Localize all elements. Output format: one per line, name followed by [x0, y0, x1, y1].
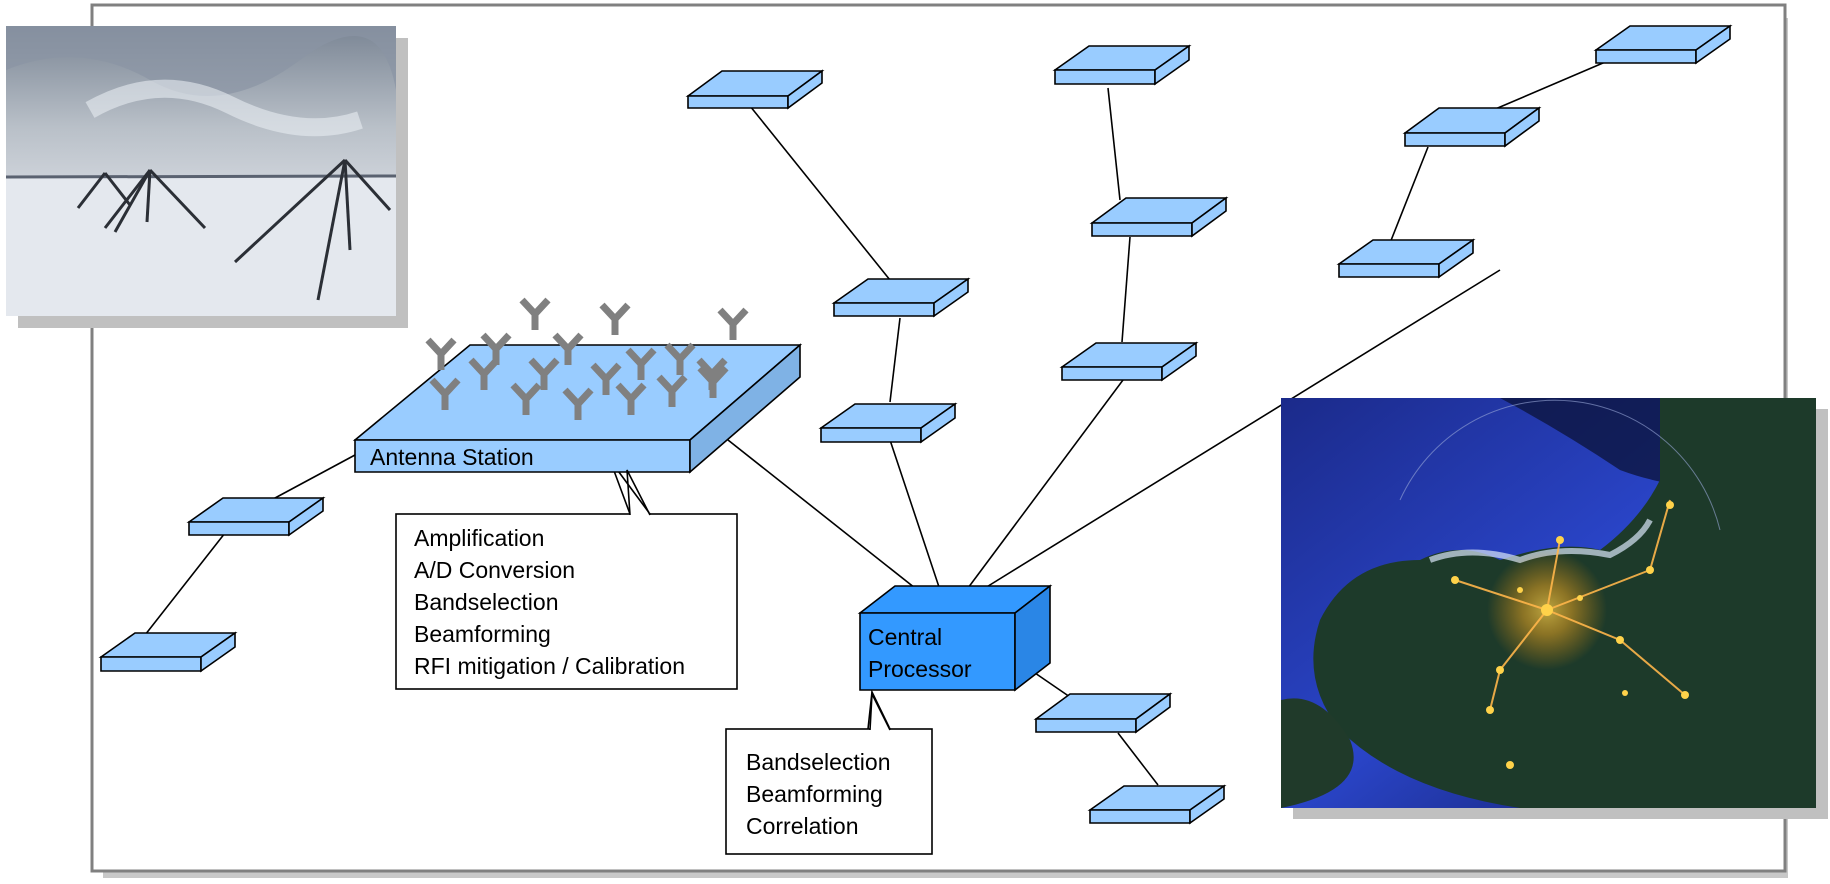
- central-processor: [857, 584, 1053, 692]
- antenna-icon: [656, 374, 688, 407]
- antenna-icon: [615, 382, 647, 415]
- station-function-item: Amplification: [414, 525, 544, 551]
- antenna-icons: [425, 297, 749, 420]
- central-processor-label-line1: Central: [868, 624, 942, 650]
- antenna-icon: [697, 365, 729, 398]
- antenna-icon: [664, 342, 696, 375]
- station-function-item: Bandselection: [414, 589, 559, 615]
- processor-function-item: Beamforming: [746, 781, 883, 807]
- station-slab: [685, 69, 825, 110]
- station-slab: [1087, 784, 1227, 825]
- antenna-icon: [468, 357, 500, 390]
- antenna-icon: [717, 307, 749, 340]
- station-slab: [1089, 196, 1229, 238]
- station-slab: [1336, 238, 1476, 279]
- station-slab: [1059, 341, 1199, 382]
- antenna-icon: [425, 337, 457, 370]
- station-functions-list: Amplification A/D Conversion Bandselecti…: [414, 525, 685, 679]
- processor-functions-box: [725, 728, 933, 855]
- processor-function-item: Bandselection: [746, 749, 891, 775]
- station-slab: [98, 631, 238, 673]
- station-slab: [831, 277, 971, 318]
- antenna-station-label: Antenna Station: [370, 444, 534, 470]
- callouts: [395, 469, 933, 855]
- station-function-item: RFI mitigation / Calibration: [414, 653, 685, 679]
- central-processor-label-line2: Processor: [868, 656, 972, 682]
- station-slab: [818, 402, 958, 444]
- antenna-icon: [528, 357, 560, 390]
- station-slab: [1033, 692, 1173, 734]
- station-slab: [1052, 44, 1192, 86]
- antenna-station: [352, 343, 803, 474]
- processor-functions-list: Bandselection Beamforming Correlation: [746, 749, 891, 839]
- small-stations: [98, 24, 1733, 825]
- station-slab: [186, 496, 326, 537]
- station-function-item: Beamforming: [414, 621, 551, 647]
- station-slab: [1593, 24, 1733, 65]
- antenna-icon: [599, 302, 631, 335]
- antenna-icon: [590, 362, 622, 395]
- station-function-item: A/D Conversion: [414, 557, 575, 583]
- processor-function-item: Correlation: [746, 813, 859, 839]
- station-functions-box: [395, 513, 738, 690]
- antenna-icon: [562, 387, 594, 420]
- netherlands-night-map-photo: [1281, 398, 1828, 819]
- antenna-icon: [519, 297, 551, 330]
- station-slab: [1402, 106, 1542, 148]
- snowy-field-antennas-photo: [5, 26, 408, 328]
- antenna-icon: [510, 382, 542, 415]
- antenna-icon: [552, 332, 584, 365]
- antenna-icon: [625, 347, 657, 380]
- antenna-icon: [429, 377, 461, 410]
